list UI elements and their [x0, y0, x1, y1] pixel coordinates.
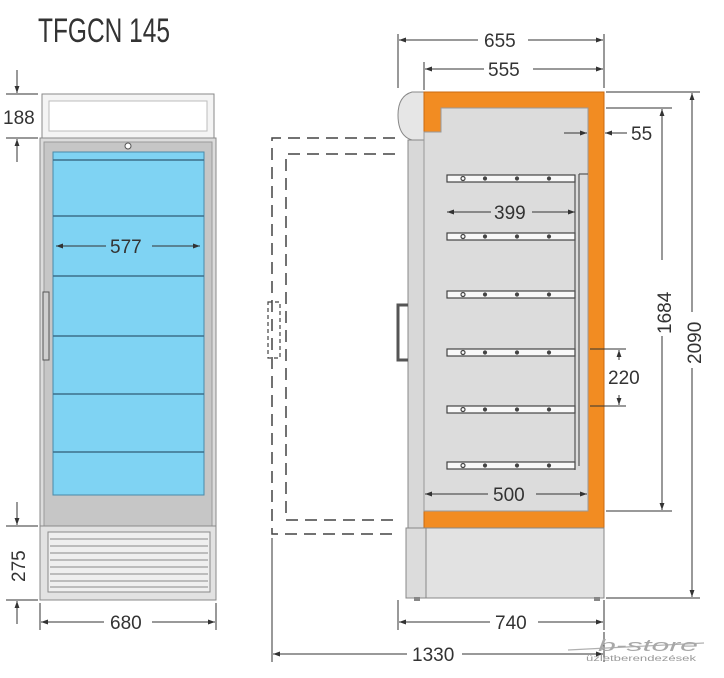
front-dimensions: 188 577 275 680	[3, 70, 217, 634]
vent-slats	[50, 538, 208, 588]
side-door	[407, 139, 425, 529]
dim-depth-door-open: 1330	[412, 645, 454, 666]
side-shelf	[446, 348, 576, 357]
side-base-foot-back	[594, 597, 600, 601]
side-shelf	[446, 232, 576, 241]
front-view	[39, 93, 217, 601]
logo-tagline: üzletberendezések	[586, 654, 698, 663]
inner-cavity	[423, 107, 589, 512]
dim-inner-depth: 555	[488, 60, 520, 81]
side-base-foot-front	[414, 597, 420, 601]
side-dimensions: 655 555 55 399 1684 2090 220	[271, 31, 706, 666]
side-canopy	[397, 91, 426, 141]
dim-outer-depth: 655	[484, 31, 516, 52]
dim-inner-height: 1684	[655, 291, 676, 334]
dim-depth: 740	[495, 613, 527, 634]
model-title: TFGCN 145	[38, 12, 170, 50]
dim-canopy-height: 188	[3, 108, 35, 129]
shelf-supports	[574, 173, 588, 470]
dim-shelf-width: 577	[110, 237, 142, 258]
front-glass	[52, 151, 205, 496]
side-shelf	[446, 405, 576, 414]
side-shelf	[446, 290, 576, 299]
side-shelf	[446, 174, 576, 183]
dim-bottom-depth: 500	[493, 485, 525, 506]
front-shelves	[53, 159, 204, 453]
lock-icon	[124, 142, 132, 150]
dim-shelf-depth: 399	[494, 203, 526, 224]
logo-brand: b-store	[598, 636, 698, 655]
side-base	[405, 527, 605, 599]
side-door-handle	[396, 303, 408, 362]
dim-base-height: 275	[9, 550, 30, 582]
front-vent-grille	[47, 531, 211, 593]
front-door-handle	[42, 291, 50, 361]
dim-insulation: 55	[631, 124, 652, 145]
door-open-inner-outline	[285, 153, 395, 521]
side-shelf	[446, 461, 576, 470]
logo-swoosh	[567, 642, 705, 651]
front-canopy-panel	[48, 100, 208, 132]
side-view	[267, 91, 605, 601]
open-door-handle-outline	[267, 301, 281, 359]
side-base-foot	[405, 527, 427, 599]
door-open-outline	[271, 137, 395, 535]
brand-logo: b-store üzletberendezések	[567, 636, 705, 663]
dim-total-height: 2090	[685, 322, 706, 364]
dim-shelf-spacing: 220	[608, 368, 640, 389]
dim-width: 680	[110, 613, 142, 634]
